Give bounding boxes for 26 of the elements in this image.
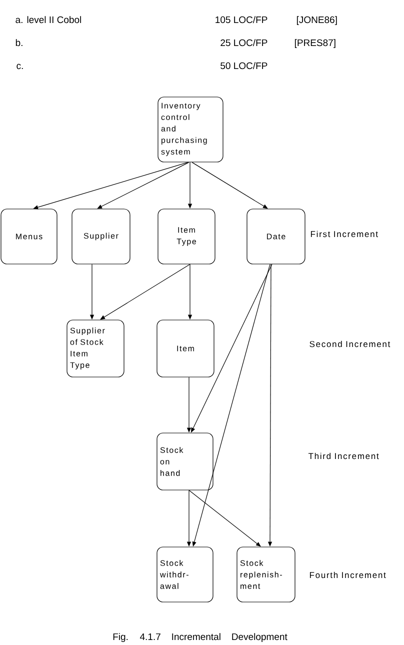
- rounded-box: Supplier: [72, 208, 130, 264]
- rounded-box: Supplier of Stock Item Type: [66, 320, 124, 378]
- increment-label: Third Increment: [308, 452, 379, 460]
- list-text: 50 LOC/FP: [220, 62, 268, 70]
- list-text: 105 LOC/FP: [216, 16, 268, 24]
- caption: Fig. 4.1.7 Incremental Development: [113, 633, 288, 642]
- rounded-box: Stock withdr- awal: [156, 546, 214, 602]
- arrow: [97, 162, 190, 209]
- rounded-box: Inventory control and purchasing system: [158, 96, 224, 162]
- list-text: b.: [16, 39, 22, 46]
- arrow: [100, 264, 190, 320]
- rounded-box: Item Type: [158, 208, 216, 264]
- arrow: [33, 162, 188, 210]
- rounded-box: Stock on hand: [156, 432, 214, 490]
- rounded-box: Menus: [0, 208, 58, 264]
- increment-label: Second Increment: [310, 340, 390, 348]
- list-text: 25 LOC/FP: [220, 39, 268, 46]
- rounded-box: Stock replenish- ment: [236, 546, 296, 602]
- arrow: [192, 162, 268, 209]
- rounded-box: Item: [156, 320, 214, 378]
- list-text: c.: [16, 64, 23, 70]
- list-text: [PRES87]: [294, 39, 336, 48]
- list-text: a. level II Cobol: [16, 16, 81, 24]
- rounded-box: Date: [246, 208, 306, 264]
- increment-label: Fourth Increment: [310, 572, 386, 578]
- list-text: [JONE86]: [296, 16, 337, 25]
